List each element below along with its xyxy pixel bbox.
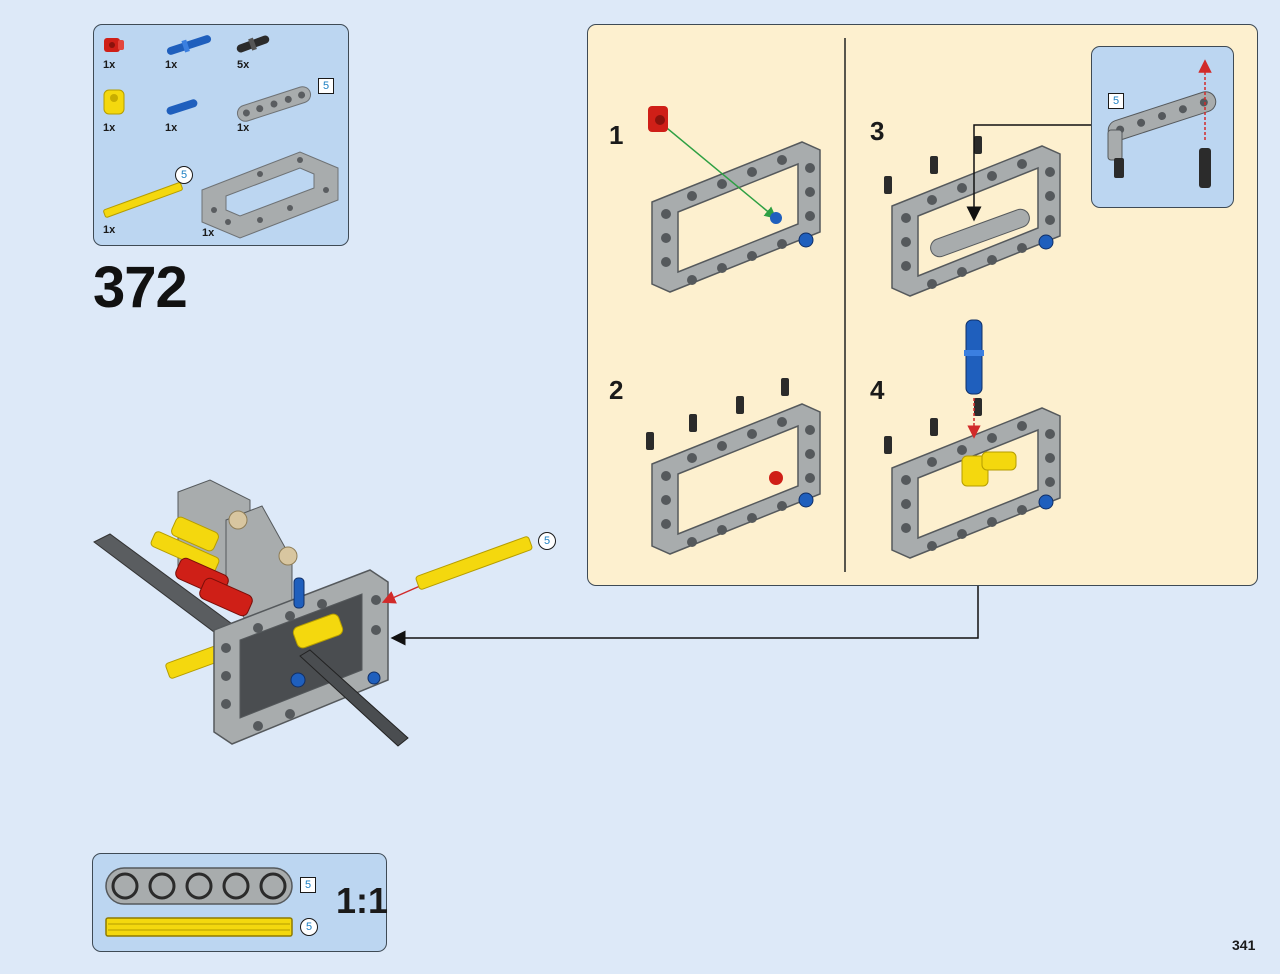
gray-beam-5-icon bbox=[236, 86, 312, 122]
axle-length-indicator: 5 bbox=[538, 532, 556, 550]
blue-pin-icon bbox=[770, 212, 782, 224]
yellow-axle-5-icon bbox=[415, 536, 533, 590]
blue-long-pin-icon bbox=[166, 35, 212, 55]
sub-step-1-illustration bbox=[648, 106, 821, 293]
yellow-axle-5-icon bbox=[103, 182, 183, 218]
part-quantity: 5x bbox=[237, 59, 250, 71]
axle-length-indicator: 5 bbox=[300, 918, 318, 936]
blue-pin-icon bbox=[798, 492, 814, 508]
part-quantity: 1x bbox=[103, 59, 116, 71]
beam-length-indicator: 5 bbox=[300, 877, 316, 893]
blue-long-pin-icon bbox=[964, 319, 984, 395]
red-bush-icon bbox=[104, 38, 124, 52]
beam-length-indicator: 5 bbox=[1108, 93, 1124, 109]
sub-step-4-illustration bbox=[884, 319, 1061, 559]
part-quantity: 1x bbox=[165, 59, 178, 71]
red-bush-icon bbox=[648, 106, 668, 132]
sub-step-2-illustration bbox=[646, 378, 821, 555]
callout-arrow bbox=[966, 124, 1092, 222]
sub-step-number: 4 bbox=[870, 375, 885, 405]
axle-insert-arrow bbox=[381, 585, 421, 604]
gray-frame-5x7-icon bbox=[201, 151, 339, 239]
sub-step-number: 3 bbox=[870, 116, 885, 146]
sub-step-number: 1 bbox=[609, 120, 624, 150]
blue-pin-icon bbox=[293, 577, 305, 609]
part-quantity: 1x bbox=[103, 122, 116, 134]
page-number: 341 bbox=[1232, 937, 1256, 953]
yellow-pin-connector-icon bbox=[103, 89, 125, 115]
blue-pin-icon bbox=[798, 232, 814, 248]
blue-pin-icon bbox=[166, 99, 198, 115]
part-quantity: 1x bbox=[237, 122, 250, 134]
assembly-connector-arrow bbox=[390, 586, 979, 646]
black-pin-icon bbox=[236, 35, 270, 53]
axle-length-indicator: 5 bbox=[175, 166, 193, 184]
part-quantity: 1x bbox=[103, 224, 116, 236]
black-pin-icon bbox=[1114, 158, 1124, 178]
scale-label: 1:1 bbox=[336, 880, 389, 921]
blue-pin-icon bbox=[1038, 494, 1054, 510]
yellow-axle-5-icon bbox=[105, 917, 293, 937]
beam-length-indicator: 5 bbox=[318, 78, 334, 94]
gray-beam-5-icon bbox=[105, 867, 293, 905]
part-quantity: 1x bbox=[202, 227, 215, 239]
yellow-pin-connector-icon bbox=[961, 451, 1017, 487]
sub-step-3-illustration bbox=[884, 136, 1061, 297]
red-bush-icon bbox=[769, 471, 783, 485]
black-pin-icon bbox=[1199, 148, 1211, 188]
blue-pin-icon bbox=[1038, 234, 1054, 250]
gray-beam-5-icon bbox=[1107, 91, 1217, 161]
part-quantity: 1x bbox=[165, 122, 178, 134]
sub-step-number: 2 bbox=[609, 375, 624, 405]
step-number: 372 bbox=[93, 255, 188, 320]
